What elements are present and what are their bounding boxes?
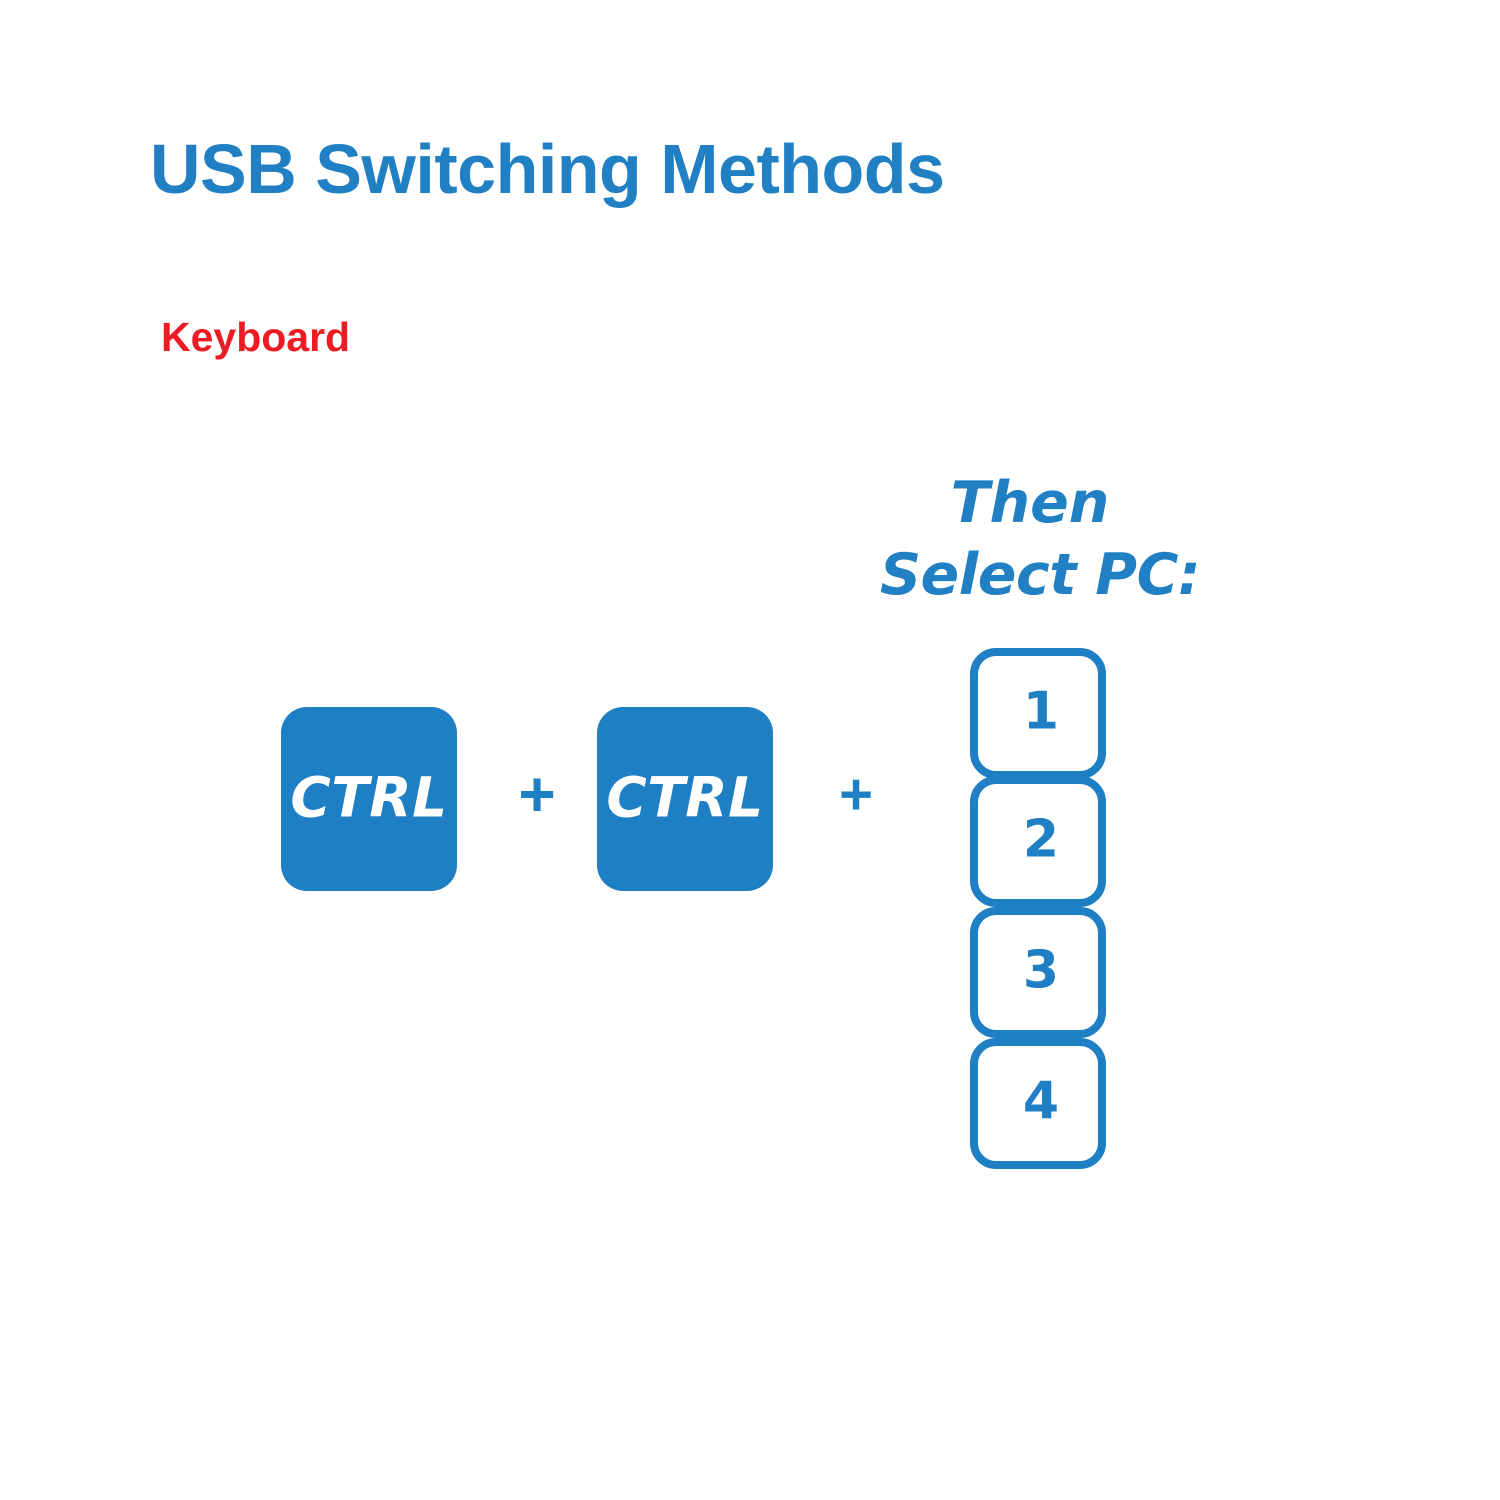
pc-number-key-stack: 1 2 3 4 bbox=[970, 648, 1106, 1169]
pc-number-key-2-label: 2 bbox=[1022, 809, 1060, 870]
pc-number-key-3[interactable]: 3 bbox=[970, 907, 1106, 1038]
ctrl-key-2[interactable]: CTRL bbox=[597, 707, 773, 891]
page-title: USB Switching Methods bbox=[150, 130, 945, 208]
pc-number-key-3-label: 3 bbox=[1022, 940, 1060, 1001]
caption-line-then: Then bbox=[950, 470, 1110, 536]
pc-number-key-2[interactable]: 2 bbox=[970, 776, 1106, 907]
ctrl-key-1[interactable]: CTRL bbox=[281, 707, 457, 891]
pc-number-key-1-label: 1 bbox=[1022, 681, 1060, 742]
section-label-keyboard: Keyboard bbox=[161, 314, 351, 360]
ctrl-key-2-label: CTRL bbox=[606, 765, 764, 830]
plus-icon-2: + bbox=[839, 762, 873, 827]
caption-line-select-pc: Select PC: bbox=[880, 541, 1201, 608]
select-pc-caption: Then Select PC: bbox=[880, 468, 1201, 612]
pc-number-key-4-label: 4 bbox=[1022, 1071, 1060, 1132]
ctrl-key-1-label: CTRL bbox=[290, 765, 448, 830]
plus-icon-1: + bbox=[518, 758, 556, 830]
pc-number-key-1[interactable]: 1 bbox=[970, 648, 1106, 779]
pc-number-key-4[interactable]: 4 bbox=[970, 1038, 1106, 1169]
